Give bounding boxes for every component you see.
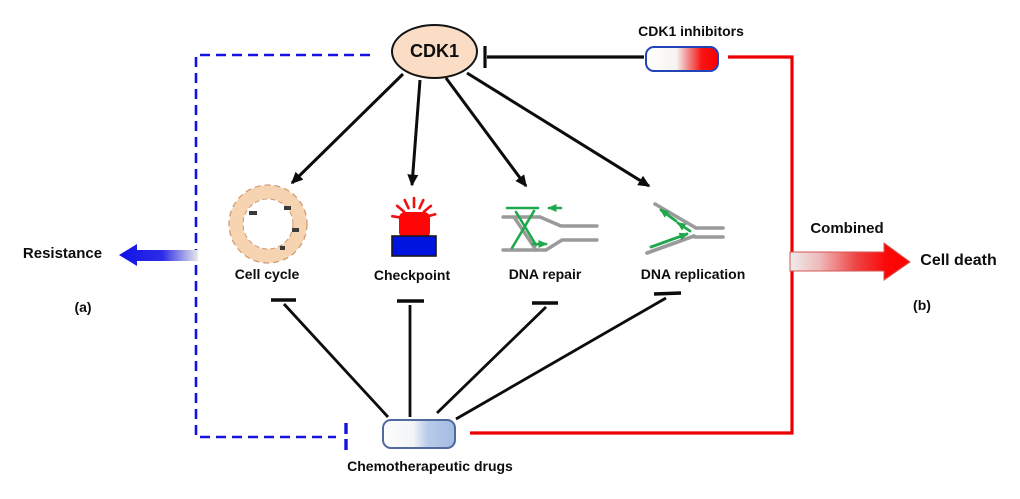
chemo-to-dna-replication-tbar <box>455 291 682 421</box>
combined-label: Combined <box>810 220 884 237</box>
cell-death-label: Cell death <box>920 252 997 269</box>
chemotherapeutic-drugs-pill-icon <box>382 419 456 449</box>
chemo-to-dna-repair-tbar <box>436 301 558 415</box>
inhibitor-to-cdk1-tbar <box>483 46 644 68</box>
resistance-dashed-path <box>194 53 370 450</box>
checkpoint-beacon-icon <box>390 196 437 257</box>
cdk1-to-cell-cycle-arrow <box>290 72 405 185</box>
checkpoint-label: Checkpoint <box>373 267 451 283</box>
cell-cycle-label: Cell cycle <box>234 266 300 282</box>
cdk1-node: CDK1 <box>391 24 478 79</box>
resistance-label: Resistance <box>22 245 103 262</box>
cdk1-node-label: CDK1 <box>409 41 459 61</box>
dna-repair-label: DNA repair <box>508 266 582 282</box>
combined-arrow <box>789 242 911 281</box>
panel-b-label: (b) <box>913 297 931 313</box>
cdk1-inhibitors-pill-icon <box>645 46 719 72</box>
combined-treatment-path <box>470 55 794 435</box>
cdk1-inhibitors-label: CDK1 inhibitors <box>638 23 744 39</box>
dna-replication-label: DNA replication <box>640 266 746 282</box>
panel-a-label: (a) <box>74 299 92 315</box>
chemotherapeutic-drugs-label: Chemotherapeutic drugs <box>347 458 513 474</box>
cdk1-to-dna-repair-arrow <box>444 77 528 188</box>
chemo-to-cell-cycle-tbar <box>271 298 390 418</box>
cdk1-to-checkpoint-arrow <box>407 79 422 187</box>
cell-cycle-ring-icon <box>228 184 308 264</box>
chemo-to-checkpoint-tbar <box>397 299 424 417</box>
resistance-arrow <box>119 244 198 266</box>
dna-replication-fork-icon <box>645 202 725 255</box>
dna-repair-icon <box>501 204 599 252</box>
cdk1-to-dna-replication-arrow <box>466 71 651 188</box>
